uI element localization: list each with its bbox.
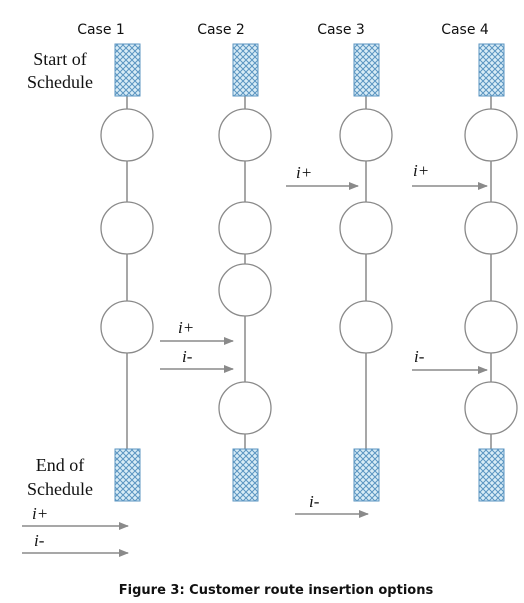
- case-4-route: [464, 43, 518, 502]
- end-depot: [353, 448, 380, 502]
- start-depot: [114, 43, 141, 97]
- case-1-dropoff-label: i-: [34, 531, 45, 550]
- stop-node: [218, 201, 272, 255]
- stop-node: [464, 381, 518, 435]
- case-2-title: Case 2: [197, 22, 245, 38]
- stop-node: [218, 381, 272, 435]
- stop-node: [339, 108, 393, 162]
- figure-caption: Figure 3: Customer route insertion optio…: [119, 583, 434, 598]
- case-4-dropoff-label: i-: [414, 347, 425, 366]
- start-of-schedule-label-line2: Schedule: [27, 72, 93, 92]
- stop-node: [218, 108, 272, 162]
- case-3-dropoff-label: i-: [309, 492, 320, 511]
- case-3-pickup-label: i+: [296, 163, 312, 182]
- stop-node: [100, 108, 154, 162]
- stop-node: [339, 300, 393, 354]
- stop-node: [339, 201, 393, 255]
- case-2-route: [218, 43, 272, 502]
- stop-node: [464, 108, 518, 162]
- case-3-title: Case 3: [317, 22, 365, 38]
- start-depot: [478, 43, 505, 97]
- stop-node: [464, 201, 518, 255]
- end-depot: [114, 448, 141, 502]
- case-2-pickup-label: i+: [178, 318, 194, 337]
- case-4-title: Case 4: [441, 22, 489, 38]
- end-depot: [232, 448, 259, 502]
- case-1-route: [100, 43, 154, 502]
- case-1-title: Case 1: [77, 22, 125, 38]
- end-of-schedule-label-line2: Schedule: [27, 479, 93, 499]
- case-2-dropoff-label: i-: [182, 347, 193, 366]
- start-of-schedule-label-line1: Start of: [33, 49, 87, 69]
- stop-node: [464, 300, 518, 354]
- stop-node: [100, 300, 154, 354]
- case-4-pickup-label: i+: [413, 161, 429, 180]
- case-1-pickup-label: i+: [32, 504, 48, 523]
- start-depot: [232, 43, 259, 97]
- case-3-route: [339, 43, 393, 502]
- stop-node: [218, 263, 272, 317]
- end-depot: [478, 448, 505, 502]
- end-of-schedule-label-line1: End of: [36, 455, 85, 475]
- start-depot: [353, 43, 380, 97]
- stop-node: [100, 201, 154, 255]
